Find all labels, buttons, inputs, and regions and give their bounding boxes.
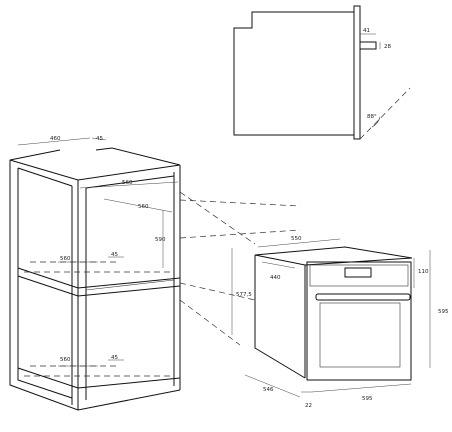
dim-460-label: 460	[50, 136, 61, 142]
side-profile: 41 28 88°	[233, 5, 411, 140]
tall-cabinet: 460 45 560 560 590 560 45 560 45	[9, 136, 181, 411]
dim-560-bottom-label: 560	[60, 357, 71, 363]
oven-top-face	[254, 246, 413, 266]
projection-lines	[179, 191, 301, 346]
handle-profile	[359, 41, 377, 50]
proj-line-2	[179, 199, 301, 207]
dim-560-inner-label: 560	[138, 204, 149, 210]
dim-22-label: 22	[305, 403, 312, 409]
dim-590-label: 590	[155, 237, 166, 243]
shelf-niche-edge	[85, 279, 175, 291]
dim-45-top-label: 45	[96, 136, 103, 142]
cabinet-inner-left	[17, 168, 73, 399]
cabinet-top-back	[9, 149, 61, 161]
dim-41-label: 41	[363, 28, 370, 34]
proj-line-1	[179, 191, 256, 245]
door-handle	[315, 293, 411, 301]
proj-line-5	[179, 299, 241, 346]
dim-595-h-label: 595	[438, 309, 449, 315]
dim-45-mid-label: 45	[111, 252, 118, 258]
niche-top-edge	[85, 175, 175, 189]
angle-label: 88°	[367, 114, 377, 120]
dim-560-inner-line	[103, 198, 173, 213]
dim-28-label: 28	[384, 44, 391, 50]
proj-line-3	[179, 229, 301, 239]
dim-550-label: 550	[291, 236, 302, 242]
dim-550-line	[257, 238, 341, 248]
dim-45-bottom-label: 45	[111, 355, 118, 361]
dim-595-w-line	[311, 383, 412, 393]
cabinet-top-outline	[9, 147, 181, 181]
dim-560-top-line	[79, 181, 179, 189]
dim-440-line	[261, 261, 296, 269]
dim-460-line	[17, 137, 91, 146]
dim-577-label: 577,5	[236, 292, 252, 298]
dim-546-label: 546	[263, 387, 274, 393]
control-panel	[309, 264, 409, 287]
base-upper-edge	[17, 367, 181, 389]
cabinet-inner-top	[17, 167, 73, 187]
angle-arc	[371, 116, 381, 128]
oven-side-bottom	[254, 255, 306, 379]
oven-front-frame	[306, 261, 412, 381]
dim-560-mid-label: 560	[60, 256, 71, 262]
built-in-oven: 550 440 110 595 577,5 546 22 595	[231, 236, 449, 409]
dim-595-w-label: 595	[362, 396, 373, 402]
dim-45-top-line	[91, 137, 107, 141]
display-window	[344, 267, 372, 278]
oven-body-profile	[233, 11, 355, 136]
dim-440-label: 440	[270, 275, 281, 281]
cabinet-left-outline	[9, 160, 181, 411]
dim-546-line	[244, 374, 301, 398]
dim-560-top-label: 560	[122, 180, 133, 186]
door-open-line	[359, 87, 411, 140]
front-panel-profile	[353, 5, 361, 140]
shelf-upper-edge	[17, 267, 181, 289]
proj-line-4	[179, 282, 256, 301]
door-glass	[319, 302, 401, 368]
dim-110-label: 110	[418, 269, 429, 275]
